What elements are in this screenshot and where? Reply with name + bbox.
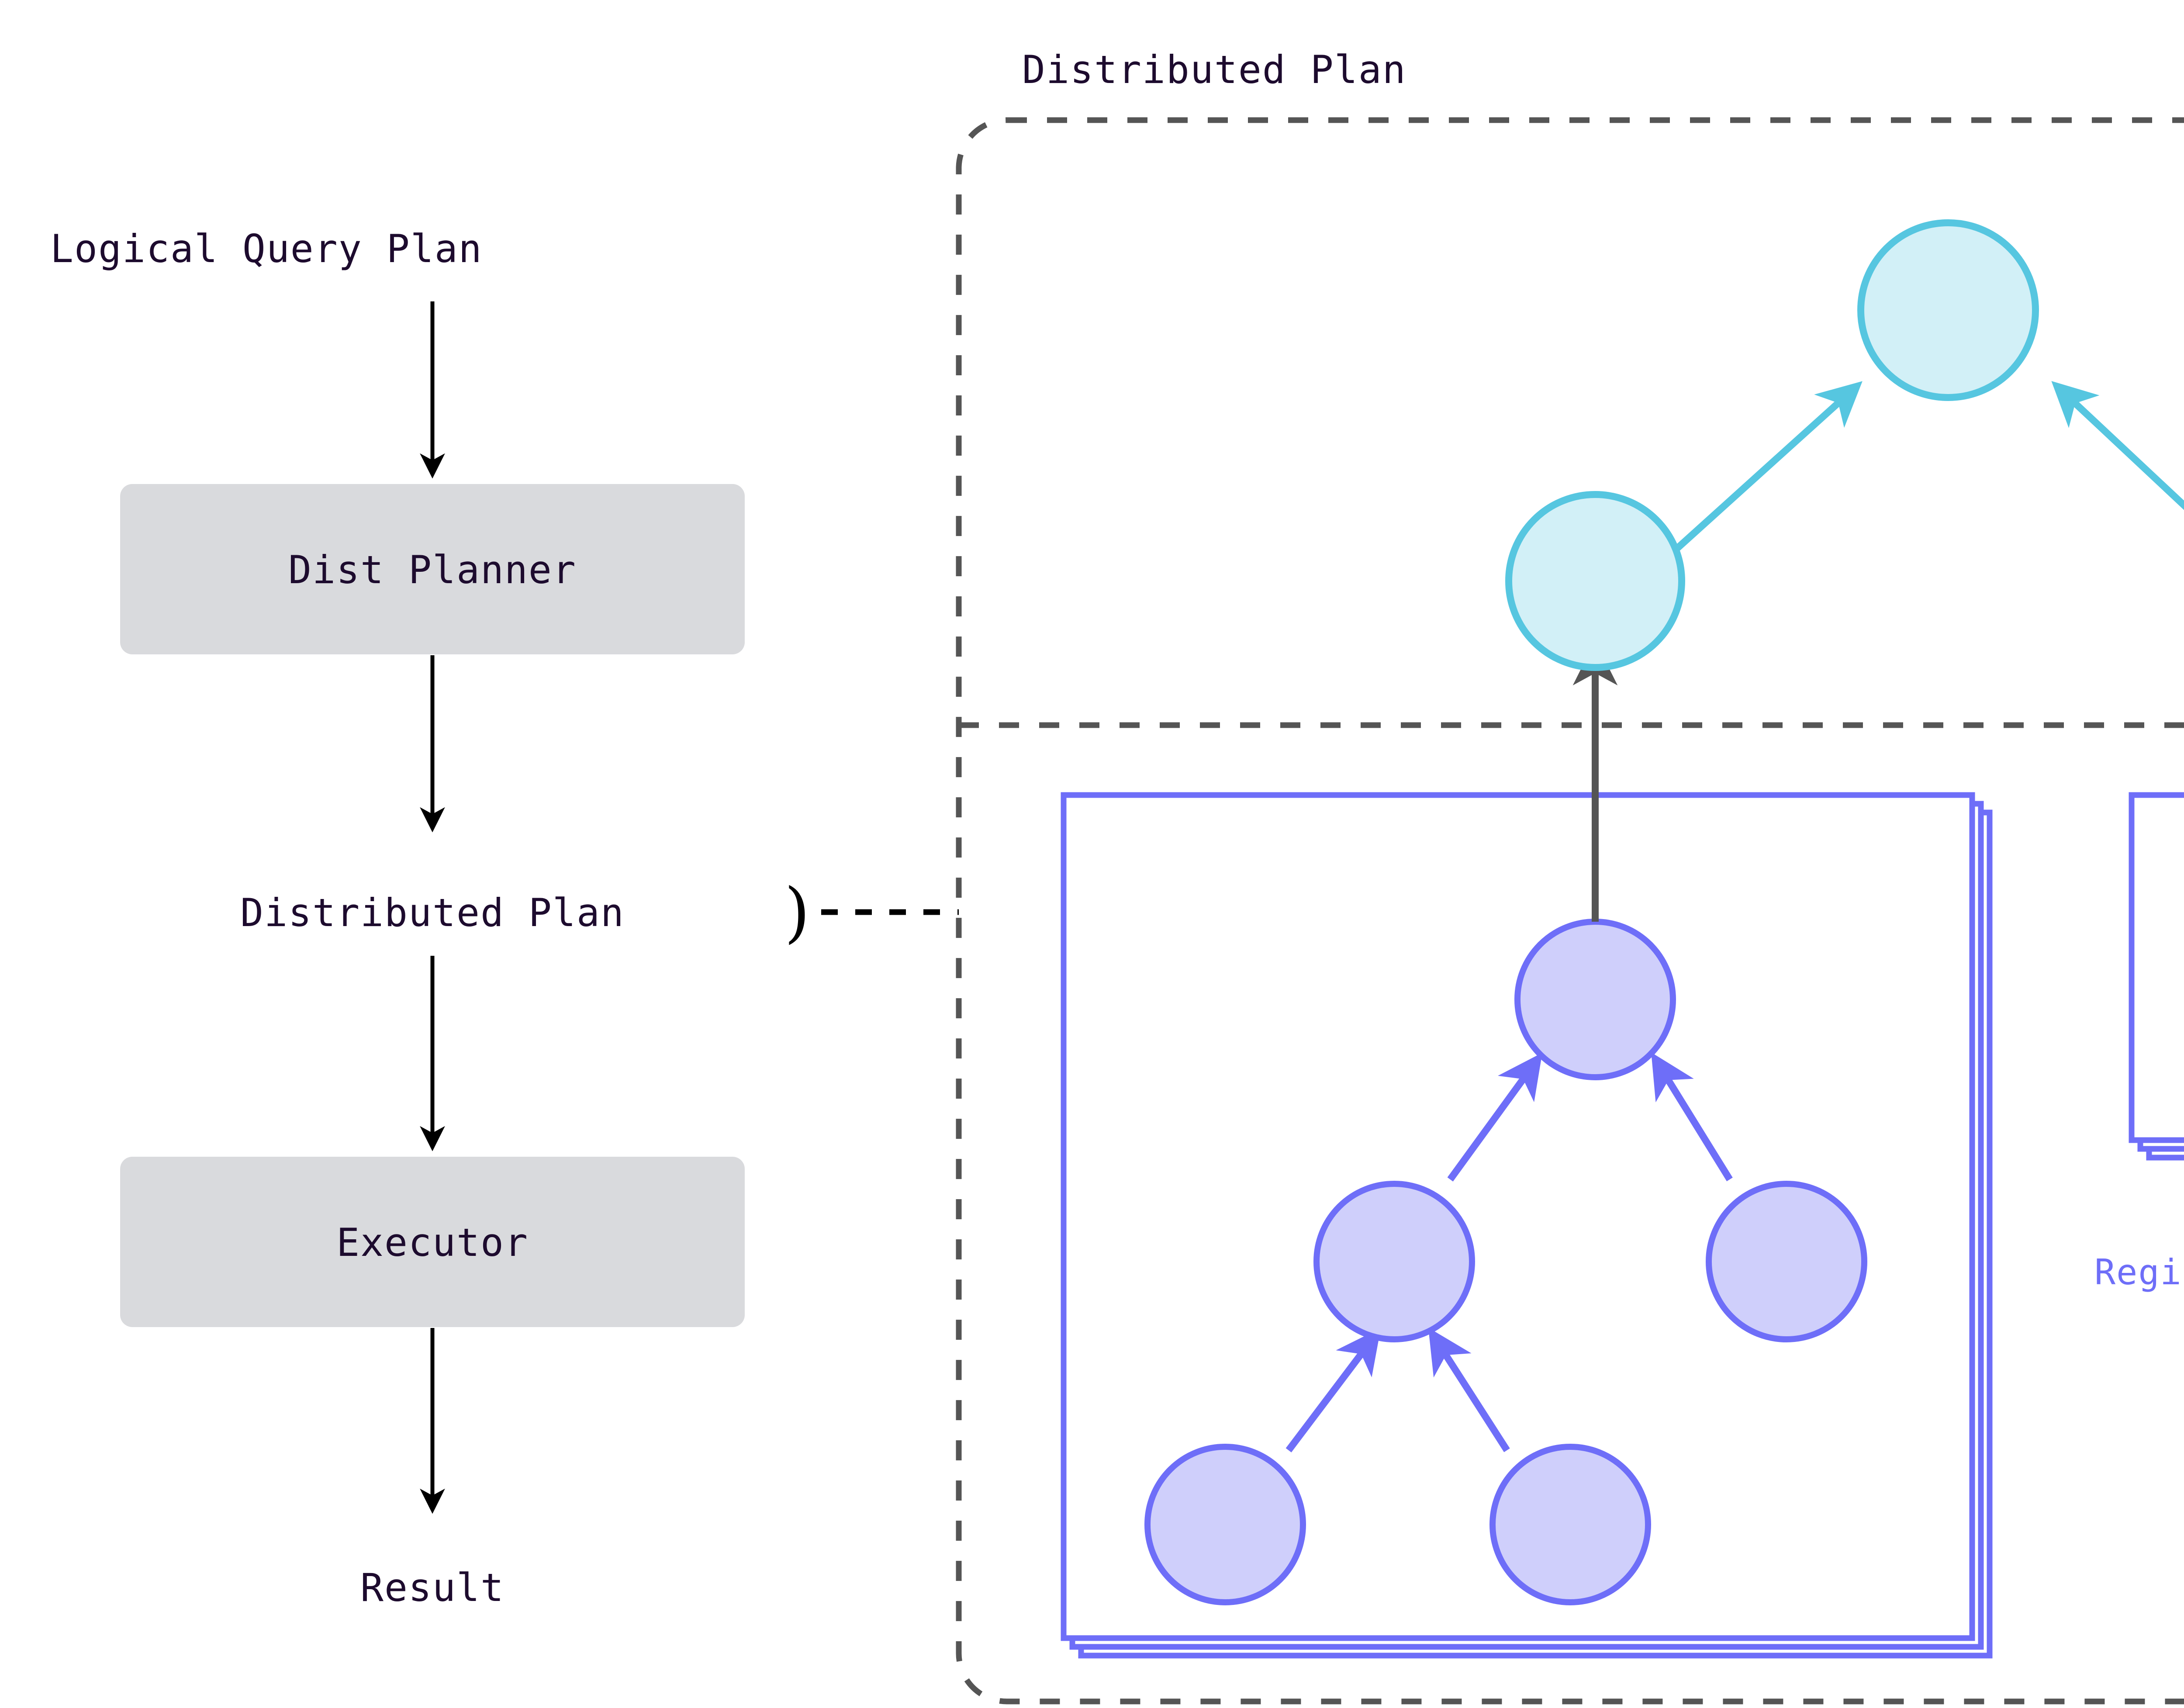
region-node-left-root[interactable] [1514, 919, 1676, 1080]
region-node-left-leaf2[interactable] [1489, 1444, 1651, 1605]
regions-label: Regions [2094, 1252, 2184, 1293]
region-card-right-front[interactable] [2129, 792, 2184, 1143]
result-label: Result [360, 1565, 505, 1610]
executor-label: Executor [336, 1220, 529, 1265]
region-node-left-mid[interactable] [1313, 1181, 1475, 1342]
distributed-plan-label: Distributed Plan [240, 890, 625, 935]
arrow-left-leaf2-to-mid [1428, 1328, 1510, 1452]
region-node-left-sibling[interactable] [1706, 1181, 1867, 1342]
arrow-left-right-to-root [1651, 1052, 1733, 1182]
frontend-node-left[interactable] [1505, 491, 1685, 671]
arrow-frontend-left-to-root [1675, 381, 1863, 551]
executor-box[interactable] [120, 1157, 745, 1327]
frontend-node-root[interactable] [1857, 219, 2039, 401]
arrow-left-mid-to-root [1447, 1052, 1542, 1182]
distributed-plan-container-title: Distributed Plan [1022, 47, 1406, 92]
arrow-frontend-right-to-root [2051, 381, 2184, 510]
arrow-left-leaf1-to-mid [1286, 1328, 1381, 1452]
dist-planner-label: Dist Planner [288, 547, 577, 592]
distributed-plan-container [956, 117, 2184, 1705]
brace-glyph: ) [784, 875, 810, 951]
logical-query-plan-label: Logical Query Plan [50, 226, 483, 271]
region-node-left-leaf1[interactable] [1144, 1444, 1306, 1605]
dist-planner-box[interactable] [120, 484, 745, 654]
